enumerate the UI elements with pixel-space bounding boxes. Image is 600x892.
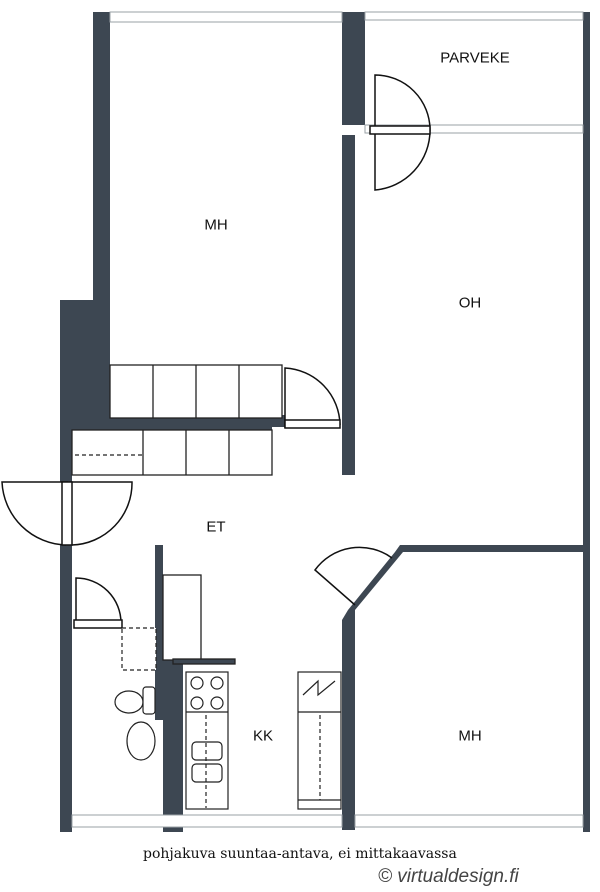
room-label-bedroom-2: MH xyxy=(458,727,482,745)
room-label-bedroom: MH xyxy=(204,216,228,234)
bedroom-door xyxy=(284,367,341,428)
doors xyxy=(1,74,431,629)
balcony-door xyxy=(374,74,431,191)
entrance-door xyxy=(1,481,133,546)
wc-door xyxy=(75,577,122,624)
room-label-kitchen: KK xyxy=(252,727,274,745)
walls xyxy=(60,12,590,832)
disclaimer-note: pohjakuva suuntaa-antava, ei mittakaavas… xyxy=(143,846,457,862)
fixtures xyxy=(114,627,342,810)
wardrobes xyxy=(71,364,283,665)
room-label-parveke: PARVEKE xyxy=(440,49,510,67)
room-label-living-room: OH xyxy=(458,294,482,312)
copyright: © virtualdesign.fi xyxy=(378,866,519,887)
room-label-hall: ET xyxy=(206,518,226,536)
windows xyxy=(71,11,584,828)
bedroom2-door xyxy=(313,546,393,606)
